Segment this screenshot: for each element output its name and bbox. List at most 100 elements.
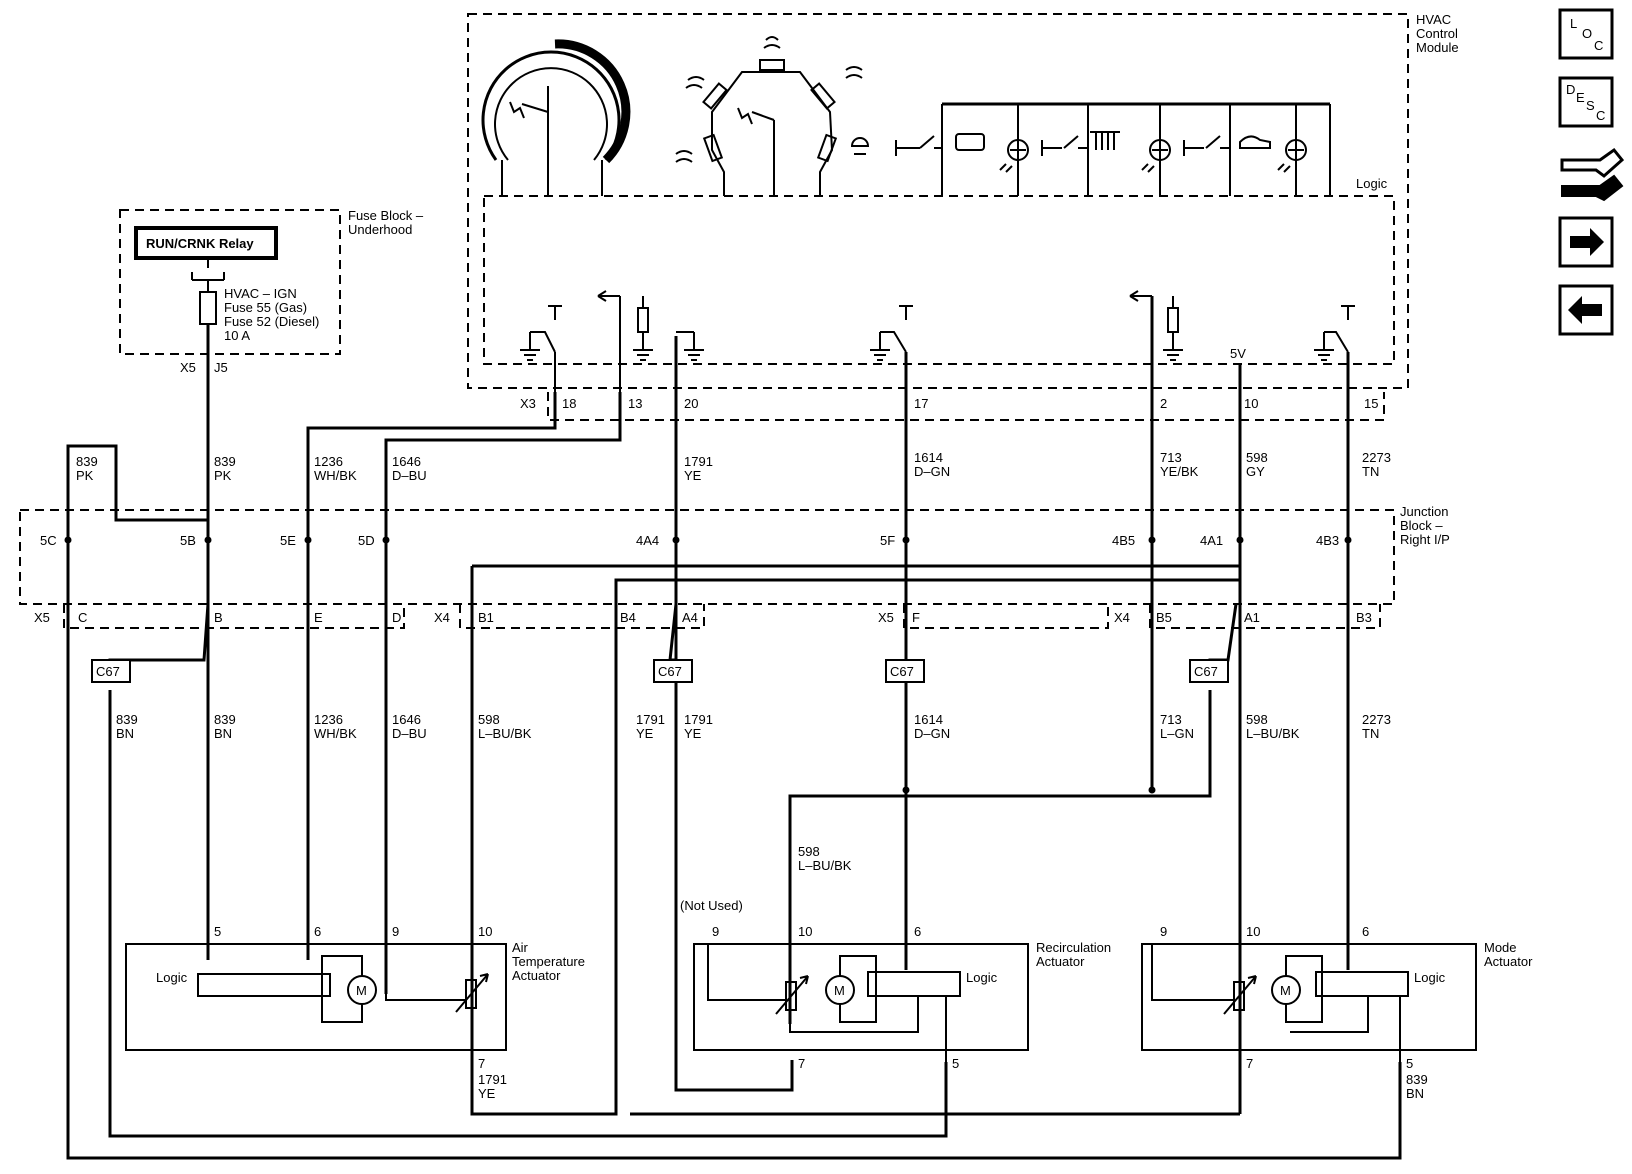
hvac-pin-2: 2	[1160, 396, 1167, 411]
arrow-left-icon[interactable]	[1558, 284, 1614, 336]
wire-upper-5-color: D–GN	[914, 464, 950, 479]
mode-actuator-label-2: Actuator	[1484, 954, 1533, 969]
desc-button[interactable]: D E S C	[1558, 76, 1614, 128]
wire-lower-1-color: BN	[214, 726, 232, 741]
air-pin-5: 5	[214, 924, 221, 939]
jb-pin-5b: 5B	[180, 533, 196, 548]
wire-upper-1-num: 839	[214, 454, 236, 469]
desc-letter-c: C	[1596, 108, 1605, 123]
jb-pin-b3: B3	[1356, 610, 1372, 625]
fuse-block-label-2: Underhood	[348, 222, 412, 237]
wire-upper-4-num: 1791	[684, 454, 713, 469]
fuse-label-4: 10 A	[224, 328, 250, 343]
mode-pin-6: 6	[1362, 924, 1369, 939]
wire-labels-upper: 839 PK 839 PK 1236 WH/BK 1646 D–BU 1791 …	[76, 450, 1391, 483]
connector-x4-label-2: X4	[1114, 610, 1130, 625]
wire-upper-0-num: 839	[76, 454, 98, 469]
wire-upper-4-color: YE	[684, 468, 702, 483]
fuse-block-underhood: Fuse Block – Underhood RUN/CRNK Relay HV…	[119, 208, 424, 375]
jb-pin-b1: B1	[478, 610, 494, 625]
recirc-pin-9: 9	[712, 924, 719, 939]
wires	[66, 296, 1402, 1160]
jb-pin-5f: 5F	[880, 533, 895, 548]
jb-pin-4a1: 4A1	[1200, 533, 1223, 548]
mode-logic-label: Logic	[1414, 970, 1446, 985]
connector-x5-label-jb2: X5	[878, 610, 894, 625]
loc-button[interactable]: L O C	[1558, 8, 1614, 60]
wire-lower-2-color: WH/BK	[314, 726, 357, 741]
wire-upper-2-num: 1236	[314, 454, 343, 469]
jb-pin-d: D	[392, 610, 401, 625]
recirc-pin-7: 7	[798, 1056, 805, 1071]
hvac-pin-13: 13	[628, 396, 642, 411]
wire-mid-num: 598	[798, 844, 820, 859]
wire-lower-10-num: 2273	[1362, 712, 1391, 727]
mode-motor-label: M	[1280, 983, 1291, 998]
air-logic-label: Logic	[156, 970, 188, 985]
air-actuator-label-3: Actuator	[512, 968, 561, 983]
wire-upper-0-color: PK	[76, 468, 94, 483]
hvac-pin-10: 10	[1244, 396, 1258, 411]
air-actuator-label-1: Air	[512, 940, 529, 955]
desc-letter-s: S	[1586, 98, 1595, 113]
arrow-right-icon[interactable]	[1558, 216, 1614, 268]
fuse-label-3: Fuse 52 (Diesel)	[224, 314, 319, 329]
recirc-motor-label: M	[834, 983, 845, 998]
hvac-connector-x3: X3 18 13 20 17 2 10 15	[520, 392, 1385, 421]
splice-dots	[64, 536, 1352, 794]
wire-upper-1-color: PK	[214, 468, 232, 483]
junction-block-label-3: Right I/P	[1400, 532, 1450, 547]
jb-pin-a1: A1	[1244, 610, 1260, 625]
wire-upper-3-color: D–BU	[392, 468, 427, 483]
mode-actuator: Mode Actuator 9 10 6 7 5 Logic M	[1141, 924, 1533, 1071]
wire-lower-9-num: 598	[1246, 712, 1268, 727]
hvac-pin-17: 17	[914, 396, 928, 411]
wire-lower-5-color: YE	[636, 726, 654, 741]
jb-pin-4a4: 4A4	[636, 533, 659, 548]
junction-block-right-ip: Junction Block – Right I/P 5C 5B 5E 5D 4…	[19, 504, 1450, 629]
loc-letter-o: O	[1582, 26, 1592, 41]
loc-letter-l: L	[1570, 16, 1577, 31]
wire-lower-5-num: 1791	[636, 712, 665, 727]
wire-lower-8-color: L–GN	[1160, 726, 1194, 741]
fuse-label-2: Fuse 55 (Gas)	[224, 300, 307, 315]
not-used-label: (Not Used)	[680, 898, 743, 913]
fuse-block-label-1: Fuse Block –	[348, 208, 424, 223]
connector-x5-label-top: X5	[180, 360, 196, 375]
wire-lower-7-num: 1614	[914, 712, 943, 727]
jb-pin-f: F	[912, 610, 920, 625]
wire-upper-3-num: 1646	[392, 454, 421, 469]
wire-lower-2-num: 1236	[314, 712, 343, 727]
air-pin-10: 10	[478, 924, 492, 939]
wire-lower-7-color: D–GN	[914, 726, 950, 741]
fuse-label-1: HVAC – IGN	[224, 286, 297, 301]
jb-pin-b4: B4	[620, 610, 636, 625]
wire-labels-lower: 839 BN 839 BN 1236 WH/BK 1646 D–BU 598 L…	[116, 712, 1428, 1101]
jb-pin-5e: 5E	[280, 533, 296, 548]
connector-j5-label: J5	[214, 360, 228, 375]
wire-lower-4-color: L–BU/BK	[478, 726, 532, 741]
wire-mode-bottom-num: 839	[1406, 1072, 1428, 1087]
mode-actuator-label-1: Mode	[1484, 940, 1517, 955]
recirc-logic-label: Logic	[966, 970, 998, 985]
jb-pin-b: B	[214, 610, 223, 625]
air-pin-9: 9	[392, 924, 399, 939]
wire-upper-6-num: 713	[1160, 450, 1182, 465]
jb-pin-c: C	[78, 610, 87, 625]
air-pin-7: 7	[478, 1056, 485, 1071]
recirc-pin-5: 5	[952, 1056, 959, 1071]
hvac-module-label-2: Control	[1416, 26, 1458, 41]
wire-upper-8-color: TN	[1362, 464, 1379, 479]
wire-lower-10-color: TN	[1362, 726, 1379, 741]
mode-pin-7: 7	[1246, 1056, 1253, 1071]
swap-icon[interactable]	[1560, 147, 1625, 202]
connector-x3-label: X3	[520, 396, 536, 411]
mode-pin-9: 9	[1160, 924, 1167, 939]
wire-lower-3-num: 1646	[392, 712, 421, 727]
wire-upper-8-num: 2273	[1362, 450, 1391, 465]
jb-pin-e: E	[314, 610, 323, 625]
jb-pin-5d: 5D	[358, 533, 375, 548]
wire-lower-4-num: 598	[478, 712, 500, 727]
c67-label-2: C67	[658, 664, 682, 679]
